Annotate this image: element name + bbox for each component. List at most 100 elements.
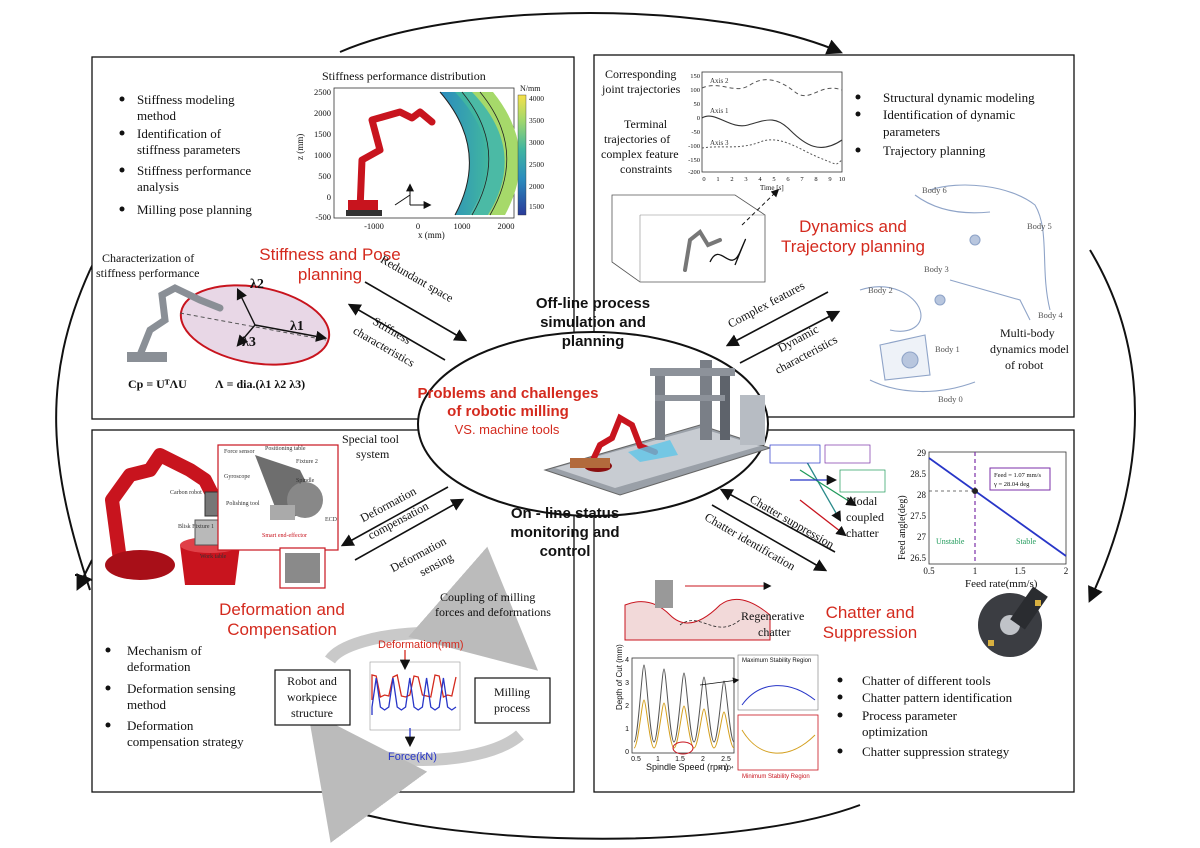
bullet-line: Identification of	[137, 126, 222, 141]
svg-text:-1000: -1000	[364, 221, 384, 231]
joint-label: Corresponding	[605, 67, 676, 81]
terminal-label: trajectories of	[604, 132, 670, 146]
stiffness-plot-title: Stiffness performance distribution	[322, 69, 486, 83]
svg-text:Process parameter: Process parameter	[862, 708, 958, 723]
multibody-model	[859, 184, 1051, 393]
joint-x-ticks: 0 1 2 3 4 5 6 7 8 9 10	[702, 176, 845, 183]
bullet-line: method	[137, 108, 176, 123]
svg-text:Axis 2: Axis 2	[710, 77, 729, 85]
feed-note: γ = 28.04 deg	[993, 481, 1030, 488]
sld-y-label: Depth of Cut (mm)	[615, 644, 624, 710]
lambda1-label: λ1	[290, 319, 304, 334]
svg-text:-150: -150	[688, 157, 700, 164]
milling-box-text: Milling	[494, 685, 530, 699]
svg-text:-50: -50	[691, 129, 700, 136]
bullet-line: Stiffness modeling	[137, 92, 235, 107]
svg-text:Body 1: Body 1	[935, 344, 960, 354]
sld-y-ticks: 4 3 2 1 0	[625, 657, 629, 756]
svg-text:2: 2	[701, 756, 705, 763]
svg-text:2000: 2000	[529, 182, 544, 191]
chatter-title: Suppression	[823, 623, 918, 642]
svg-text:1500: 1500	[314, 129, 331, 139]
center-title: Problems and challenges	[418, 385, 599, 402]
svg-text:1.5: 1.5	[1014, 566, 1026, 576]
coupling-label: Coupling of milling	[440, 590, 535, 604]
deformation-title: Deformation and	[219, 600, 345, 619]
svg-text:0: 0	[416, 221, 420, 231]
svg-text:optimization: optimization	[862, 724, 928, 739]
stiffness-bullets: Stiffness modeling method Identification…	[119, 92, 252, 217]
multibody-label: of robot	[1005, 358, 1044, 372]
modal-chatter-diagram	[769, 444, 886, 537]
center-subtitle: VS. machine tools	[455, 422, 560, 437]
stiffness-plot	[333, 87, 527, 219]
svg-text:Body 3: Body 3	[924, 264, 949, 274]
svg-text:8: 8	[814, 176, 817, 183]
svg-text:100: 100	[690, 87, 700, 94]
svg-text:3: 3	[744, 176, 747, 183]
robot-box-text: structure	[291, 706, 333, 720]
svg-text:28.5: 28.5	[910, 469, 926, 479]
red-robot-illustration	[105, 448, 240, 585]
svg-text:Work table: Work table	[200, 554, 227, 560]
stiffness-x-label: x (mm)	[418, 230, 445, 240]
svg-text:0.5: 0.5	[923, 566, 935, 576]
robot-box-text: Robot and	[287, 674, 337, 688]
joint-x-label: Time [s]	[760, 184, 784, 192]
terminal-label: Terminal	[624, 117, 668, 131]
stiffness-y-ticks: 2500 2000 1500 1000 500 0 -500	[314, 87, 331, 222]
joint-label: joint trajectories	[601, 82, 681, 96]
feed-x-label: Feed rate(mm/s)	[965, 578, 1038, 590]
online-title: On - line status	[511, 505, 619, 522]
force-series-label: Force(kN)	[388, 751, 437, 763]
svg-text:Axis 1: Axis 1	[710, 107, 729, 115]
stiffness-x-ticks: -1000 0 1000 2000	[364, 221, 514, 231]
offline-title: simulation and	[540, 314, 646, 331]
sld-x-label: Spindle Speed (rpm)	[646, 762, 729, 772]
svg-text:1500: 1500	[529, 202, 544, 211]
svg-text:Chatter of different tools: Chatter of different tools	[862, 673, 991, 688]
svg-text:1000: 1000	[314, 150, 331, 160]
joint-trajectory-plot	[701, 71, 843, 173]
svg-text:Deformation: Deformation	[127, 718, 194, 733]
dynamics-title: Dynamics and	[799, 217, 907, 236]
svg-text:Blisk Fixture 1: Blisk Fixture 1	[178, 524, 214, 530]
svg-text:27.5: 27.5	[910, 511, 926, 521]
feed-y-ticks: 29 28.5 28 27.5 27 26.5	[910, 448, 926, 563]
center-title: of robotic milling	[447, 403, 569, 420]
stiffness-ellipse-illustration	[127, 284, 331, 366]
svg-text:2500: 2500	[529, 160, 544, 169]
offline-title: Off-line process	[536, 295, 650, 312]
svg-text:Force sensor: Force sensor	[224, 449, 255, 455]
terminal-label: complex feature	[601, 147, 679, 161]
svg-text:compensation strategy: compensation strategy	[127, 734, 244, 749]
svg-text:1: 1	[625, 726, 629, 733]
connector-arrows	[340, 281, 841, 572]
svg-text:0: 0	[702, 176, 705, 183]
svg-text:4: 4	[758, 176, 762, 183]
svg-text:Trajectory planning: Trajectory planning	[883, 143, 986, 158]
svg-text:1.5: 1.5	[675, 756, 685, 763]
feed-y-label: Feed angle(deg)	[897, 495, 908, 560]
svg-text:29: 29	[917, 448, 927, 458]
svg-text:deformation: deformation	[127, 659, 191, 674]
svg-text:Axis 3: Axis 3	[710, 139, 729, 147]
body-labels: Body 6 Body 5 Body 3 Body 2 Body 4 Body …	[868, 185, 1064, 404]
svg-text:2.5: 2.5	[721, 756, 731, 763]
svg-text:27: 27	[917, 532, 927, 542]
special-tool-label: system	[356, 447, 390, 461]
sld-x-ticks: 0.5 1 1.5 2 2.5	[631, 756, 731, 763]
robot-box-text: workpiece	[287, 690, 337, 704]
feed-x-ticks: 0.5 1 1.5 2	[923, 566, 1068, 576]
modal-label: coupled	[846, 510, 884, 524]
terminal-label: constraints	[620, 162, 672, 176]
svg-text:4: 4	[625, 657, 629, 664]
svg-text:Chatter pattern identification: Chatter pattern identification	[862, 690, 1013, 705]
svg-text:Gyroscope: Gyroscope	[224, 474, 250, 480]
svg-text:-100: -100	[688, 143, 700, 150]
robot-cell-illustration	[543, 360, 772, 496]
char-label: Characterization of	[102, 251, 194, 265]
svg-text:method: method	[127, 697, 166, 712]
svg-text:Body 0: Body 0	[938, 394, 963, 404]
svg-text:Positioning table: Positioning table	[265, 446, 306, 452]
